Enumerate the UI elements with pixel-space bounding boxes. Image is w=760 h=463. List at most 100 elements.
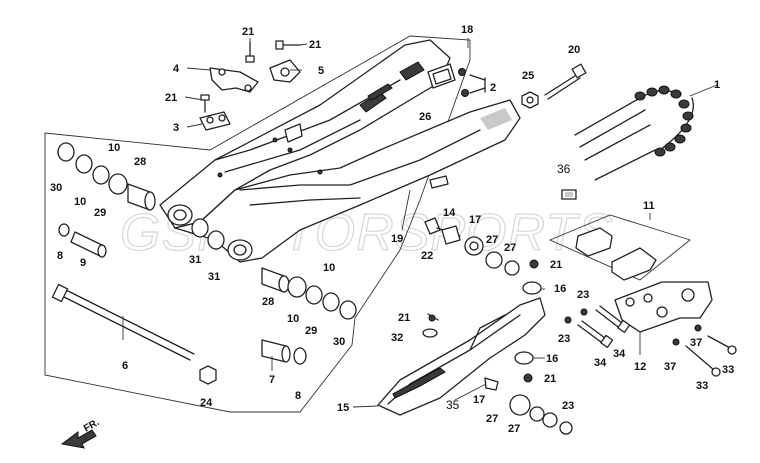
callout-21-mid: 21 xyxy=(398,312,410,324)
chain-clip-36[interactable] xyxy=(561,189,577,200)
bushing-9[interactable] xyxy=(70,231,107,258)
plate-26[interactable] xyxy=(427,63,456,89)
callout-37-b: 37 xyxy=(690,337,702,349)
callout-33-a: 33 xyxy=(696,380,708,392)
callout-25: 25 xyxy=(522,70,534,82)
callout-10-a: 10 xyxy=(74,196,86,208)
callout-8-left: 8 xyxy=(57,250,63,262)
washers-23[interactable] xyxy=(564,308,588,324)
callout-34-a: 34 xyxy=(594,357,607,369)
assembly-boundary xyxy=(44,35,471,413)
callout-10-c: 10 xyxy=(287,313,299,325)
callout-34-b: 34 xyxy=(613,348,626,360)
callout-30-left: 30 xyxy=(50,182,62,194)
collar-8-left[interactable] xyxy=(58,223,70,237)
bracket-5[interactable] xyxy=(269,59,301,83)
collar-7[interactable] xyxy=(261,339,291,363)
roller-set-lower[interactable] xyxy=(509,394,573,435)
callout-19: 19 xyxy=(391,233,403,245)
callout-15: 15 xyxy=(337,402,349,414)
callout-21-upper-right: 21 xyxy=(309,39,321,51)
callout-24: 24 xyxy=(200,397,213,409)
bolt-21-slider[interactable] xyxy=(523,373,533,383)
front-direction-arrow: FR. xyxy=(60,417,102,449)
bolt-21-roller[interactable] xyxy=(529,259,539,269)
callout-12: 12 xyxy=(634,361,646,373)
callout-36: 36 xyxy=(557,162,571,176)
callout-5: 5 xyxy=(318,65,324,77)
pivot-hardware-right[interactable] xyxy=(261,267,357,320)
washer-32[interactable] xyxy=(422,328,438,338)
bolts-33[interactable] xyxy=(685,335,737,377)
callout-17-upper: 17 xyxy=(469,214,481,226)
callout-2: 2 xyxy=(490,82,496,94)
callout-27-b: 27 xyxy=(504,242,516,254)
pivot-hardware-left[interactable] xyxy=(57,142,156,211)
bearings-27-upper[interactable] xyxy=(485,251,520,276)
bracket-3[interactable] xyxy=(199,111,231,131)
collar-8-right[interactable] xyxy=(293,347,307,365)
callout-33-b: 33 xyxy=(722,364,734,376)
callout-7: 7 xyxy=(269,374,275,386)
callout-23-b: 23 xyxy=(558,333,570,345)
drive-chain[interactable] xyxy=(574,85,694,181)
bracket-4[interactable] xyxy=(209,67,259,93)
bracket-14[interactable] xyxy=(441,225,461,245)
chain-guide-12[interactable] xyxy=(614,281,713,333)
callout-17-lower: 17 xyxy=(473,394,485,406)
bolt-34-upper[interactable] xyxy=(595,305,631,334)
bolt-21-mid[interactable] xyxy=(427,313,439,322)
callout-28-left: 28 xyxy=(134,156,146,168)
callout-1: 1 xyxy=(714,79,720,91)
collar-16-upper[interactable] xyxy=(522,281,542,295)
bolt-34-lower[interactable] xyxy=(577,320,614,349)
callout-6: 6 xyxy=(122,360,128,372)
callout-32: 32 xyxy=(391,332,403,344)
callout-37-a: 37 xyxy=(664,361,676,373)
roller-17-upper[interactable] xyxy=(464,236,484,256)
callout-18: 18 xyxy=(461,24,473,36)
callout-10-d: 10 xyxy=(323,262,335,274)
callout-14: 14 xyxy=(443,207,456,219)
nut-24[interactable] xyxy=(199,365,217,385)
bolt-21-left[interactable] xyxy=(200,94,210,113)
callout-16-lower: 16 xyxy=(546,353,558,365)
swingarm[interactable] xyxy=(159,39,521,263)
callout-28-right: 28 xyxy=(262,296,274,308)
callout-30-right: 30 xyxy=(333,336,345,348)
callout-20: 20 xyxy=(568,44,580,56)
chain-slider-15[interactable] xyxy=(377,297,546,416)
callout-29-left: 29 xyxy=(94,207,106,219)
callout-23-c: 23 xyxy=(562,400,574,412)
callout-35: 35 xyxy=(446,398,460,412)
callout-4: 4 xyxy=(173,63,180,75)
callout-16-upper: 16 xyxy=(554,283,566,295)
callout-23-a: 23 xyxy=(577,289,589,301)
bolt-20[interactable] xyxy=(544,63,587,100)
callout-labels: 1 2 3 4 5 6 7 8 8 9 10 10 10 10 11 12 14… xyxy=(50,24,734,435)
pivot-bolt-6[interactable] xyxy=(51,283,195,361)
chain-guide-kit-11[interactable] xyxy=(548,214,691,281)
callout-29-right: 29 xyxy=(305,325,317,337)
bearings-31[interactable] xyxy=(191,218,225,250)
clip-17-lower[interactable] xyxy=(484,377,499,391)
screws-2[interactable] xyxy=(458,68,486,97)
callout-21-left: 21 xyxy=(165,92,177,104)
bolt-21-upper-right[interactable] xyxy=(275,40,301,50)
nuts-37[interactable] xyxy=(672,324,702,346)
callout-11: 11 xyxy=(643,200,655,212)
leader-lines xyxy=(122,38,718,408)
callout-21-slider: 21 xyxy=(544,373,556,385)
nut-25[interactable] xyxy=(521,91,539,109)
callout-3: 3 xyxy=(173,122,179,134)
bolt-21-top[interactable] xyxy=(245,41,255,63)
callout-8-right: 8 xyxy=(295,390,301,402)
callout-9: 9 xyxy=(80,257,86,269)
callout-27-a: 27 xyxy=(486,234,498,246)
callout-26: 26 xyxy=(419,111,431,123)
callout-10-b: 10 xyxy=(108,142,120,154)
callout-22: 22 xyxy=(421,250,433,262)
collar-16-lower[interactable] xyxy=(514,351,534,365)
